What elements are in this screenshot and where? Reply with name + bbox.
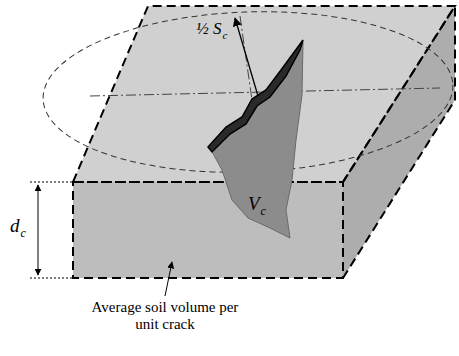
subscript-label: c — [261, 205, 266, 218]
front-face — [73, 182, 343, 278]
spacing-arrow — [235, 18, 258, 96]
dimension-label: d — [10, 216, 20, 237]
dimension-label: V — [248, 194, 260, 215]
subscript-label: c — [21, 227, 26, 240]
dimension-label: Average soil volume per unit crack — [85, 299, 245, 332]
crack-opening — [208, 40, 303, 152]
subscript-label: c — [223, 29, 228, 41]
leader-line — [165, 262, 172, 296]
depth-dimension — [30, 182, 73, 278]
dimension-label: ½ S — [196, 20, 222, 39]
